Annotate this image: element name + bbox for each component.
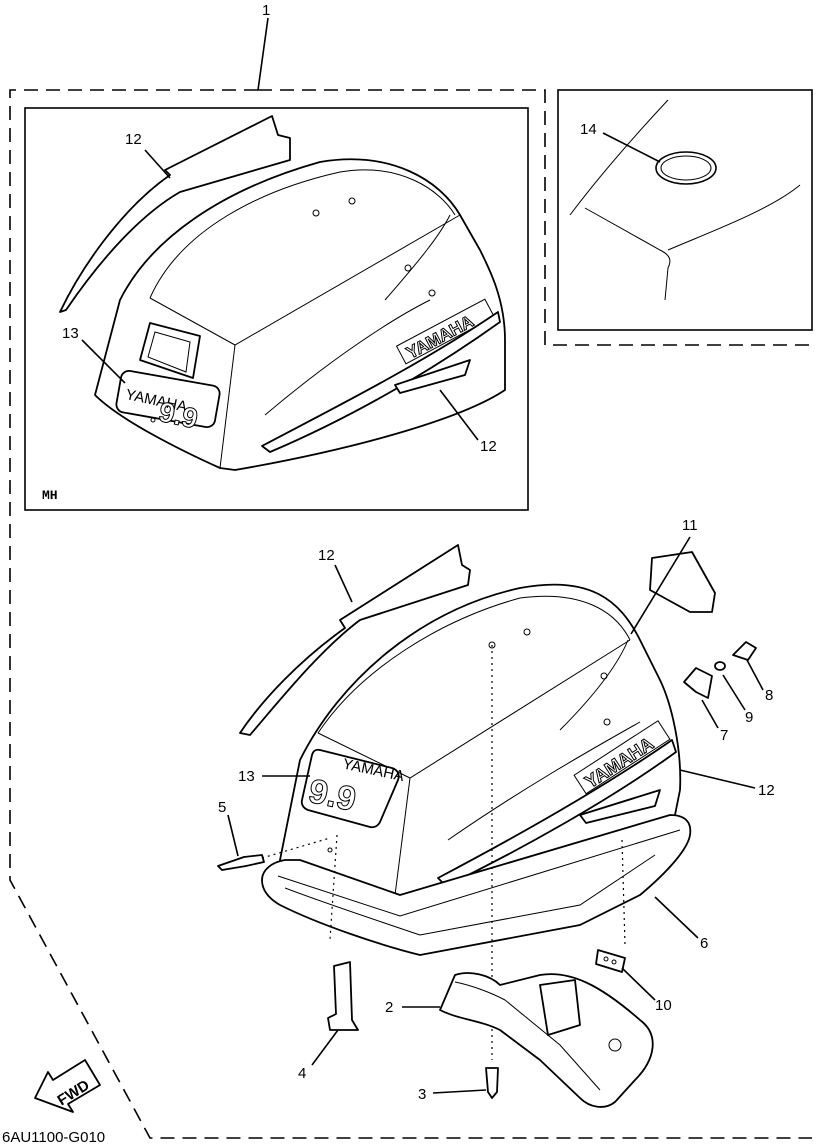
callout-6: 6: [700, 935, 708, 952]
callout-8: 8: [765, 687, 773, 704]
callout-11: 11: [682, 517, 698, 534]
callout-2: 2: [385, 999, 393, 1016]
callout-12-mh-side: 12: [480, 438, 497, 455]
assembly-boundary: [9, 89, 812, 1139]
callout-5: 5: [218, 799, 226, 816]
fwd-arrow-icon: [34, 1059, 101, 1113]
grommet-inset: 14: [557, 89, 813, 331]
callout-9: 9: [745, 709, 753, 726]
callout-12-top: 12: [318, 547, 335, 564]
mh-side-decal: [59, 115, 291, 313]
leader-1: [257, 17, 269, 91]
grommet-inset-frame: [557, 89, 813, 331]
mh-inset-frame: [24, 107, 529, 511]
handle: [439, 972, 654, 1108]
callout-7: 7: [720, 727, 728, 744]
callout-12-side: 12: [758, 782, 775, 799]
cowling-seal: [261, 814, 692, 956]
bolt-8: [732, 641, 757, 661]
callout-10: 10: [655, 997, 672, 1014]
side-decal: [239, 544, 471, 736]
plate-11: [649, 551, 716, 613]
mh-variant-label: MH: [42, 488, 58, 503]
handle-opening: [539, 979, 581, 1036]
callout-12-mh-top: 12: [125, 131, 142, 148]
mh-stripe-decal: [261, 311, 501, 453]
drawing-code: 6AU1100-G010: [2, 1129, 105, 1145]
callout-13: 13: [238, 768, 255, 785]
stripe-decal: [437, 739, 677, 887]
callout-4: 4: [298, 1065, 306, 1082]
callout-13-mh: 13: [62, 325, 79, 342]
svg-text:9.9: 9.9: [156, 396, 201, 434]
bolt-5: [217, 854, 265, 871]
callout-3: 3: [418, 1086, 426, 1103]
main-assembly: YAMAHA YAMAHA 9.9: [217, 517, 775, 1108]
fwd-arrow: FWD: [34, 1059, 101, 1113]
mh-model-emblem: YAMAHA 9.9: [115, 370, 221, 435]
svg-text:9.9: 9.9: [305, 772, 359, 819]
latch-7: [683, 667, 713, 699]
callout-1: 1: [262, 2, 270, 19]
clip-10: [595, 949, 626, 973]
mh-inset: MH YAMAHA YAMAHA 9.9 1: [24, 107, 529, 511]
washer-9: [714, 661, 726, 671]
grommet: [655, 151, 717, 185]
screw-3: [485, 1067, 499, 1099]
hook-bracket: [327, 961, 359, 1031]
mh-vent-opening: [139, 322, 201, 379]
callout-14: 14: [580, 121, 597, 138]
